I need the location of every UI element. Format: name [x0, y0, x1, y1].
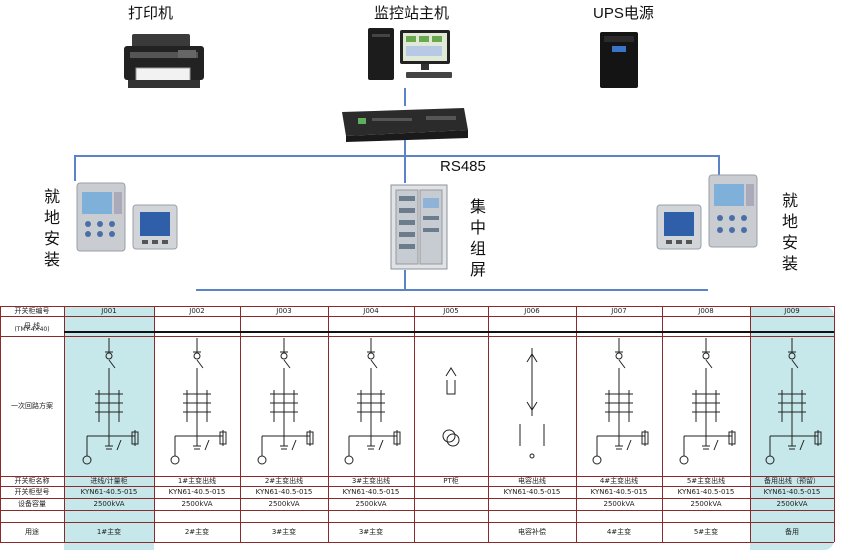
cell-model-6: KYN61-40.5-015 [503, 488, 561, 496]
cell-no-5: J005 [443, 307, 459, 315]
cell-model-1: KYN61-40.5-015 [80, 488, 138, 496]
cell-capacity-3: 2500kVA [268, 500, 300, 508]
cell-name-6: 电容出线 [518, 477, 546, 485]
row-label-main-circuit: 一次回路方案 [11, 402, 53, 410]
cell-note-5 [414, 522, 488, 542]
switch-device-icon [342, 108, 468, 142]
cell-note-4: 3#主变 [358, 528, 384, 536]
cell-no-7: J007 [611, 307, 627, 315]
cell-no-6: J006 [524, 307, 540, 315]
right-install-label: 就地安装 [781, 191, 798, 273]
row-label-model: 开关柜型号 [14, 488, 50, 496]
cell-capacity-4: 2500kVA [355, 500, 387, 508]
cell-note-8: 5#主变 [693, 528, 719, 536]
cell-no-3: J003 [276, 307, 292, 315]
cell-name-2: 1#主变出线 [177, 477, 217, 485]
power-meter-icon [132, 204, 178, 250]
cell-model-2: KYN61-40.5-015 [168, 488, 226, 496]
cell-note-9: 备用 [785, 528, 799, 536]
cell-no-1: J001 [101, 307, 117, 315]
cell-model-3: KYN61-40.5-015 [255, 488, 313, 496]
relay-protection-icon [708, 174, 758, 248]
row-label-capacity: 设备容量 [18, 500, 46, 508]
cell-no-8: J008 [698, 307, 714, 315]
cell-name-9: 备用出线（预留） [764, 477, 820, 485]
cell-model-7: KYN61-40.5-015 [590, 488, 648, 496]
center-label: 集中组屏 [469, 197, 486, 279]
switchgear-table: 开关柜编号母 线一次回路方案开关柜名称开关柜型号设备容量用途 (TMY-4×40)… [0, 306, 852, 555]
cell-capacity-2: 2500kVA [181, 500, 213, 508]
cell-capacity-5 [414, 498, 488, 510]
host-label: 监控站主机 [374, 4, 450, 22]
left-install-label: 就地安装 [43, 187, 60, 269]
busbar-note: (TMY-4×40) [14, 326, 50, 333]
cell-no-2: J002 [189, 307, 205, 315]
cell-capacity-9: 2500kVA [776, 500, 808, 508]
cell-no-9: J009 [784, 307, 800, 315]
cell-capacity-1: 2500kVA [93, 500, 125, 508]
workstation-icon [368, 28, 452, 80]
cell-name-5: PT柜 [443, 477, 459, 485]
cell-name-8: 5#主变出线 [686, 477, 726, 485]
cell-name-1: 进线/计量柜 [90, 477, 128, 485]
cell-model-5 [414, 486, 488, 498]
cell-model-8: KYN61-40.5-015 [677, 488, 735, 496]
row-label-busbar: 母 线 [23, 322, 41, 330]
power-meter-icon [656, 204, 702, 250]
cell-note-7: 4#主变 [606, 528, 632, 536]
relay-protection-icon [76, 182, 126, 252]
row-label-cabinet-no: 开关柜编号 [14, 307, 50, 315]
cell-name-4: 3#主变出线 [351, 477, 391, 485]
printer-label: 打印机 [128, 4, 174, 22]
cell-note-2: 2#主变 [184, 528, 210, 536]
cell-model-4: KYN61-40.5-015 [342, 488, 400, 496]
cell-note-3: 3#主变 [271, 528, 297, 536]
row-label-note: 用途 [25, 528, 39, 536]
cell-capacity-7: 2500kVA [603, 500, 635, 508]
cell-name-7: 4#主变出线 [599, 477, 639, 485]
printer-icon [124, 34, 204, 88]
cell-no-4: J004 [363, 307, 379, 315]
cell-model-9: KYN61-40.5-015 [763, 488, 821, 496]
rs485-label: RS485 [440, 158, 486, 175]
cell-capacity-8: 2500kVA [690, 500, 722, 508]
cabinet-icon [390, 184, 448, 270]
cell-name-3: 2#主变出线 [264, 477, 304, 485]
row-label-cabinet-name: 开关柜名称 [14, 477, 50, 485]
ups-label: UPS电源 [593, 5, 654, 22]
cell-note-1: 1#主变 [96, 528, 122, 536]
cell-capacity-6 [488, 498, 576, 510]
table-grid [0, 306, 835, 543]
cell-note-6: 电容补偿 [518, 528, 546, 536]
ups-icon [600, 32, 638, 88]
